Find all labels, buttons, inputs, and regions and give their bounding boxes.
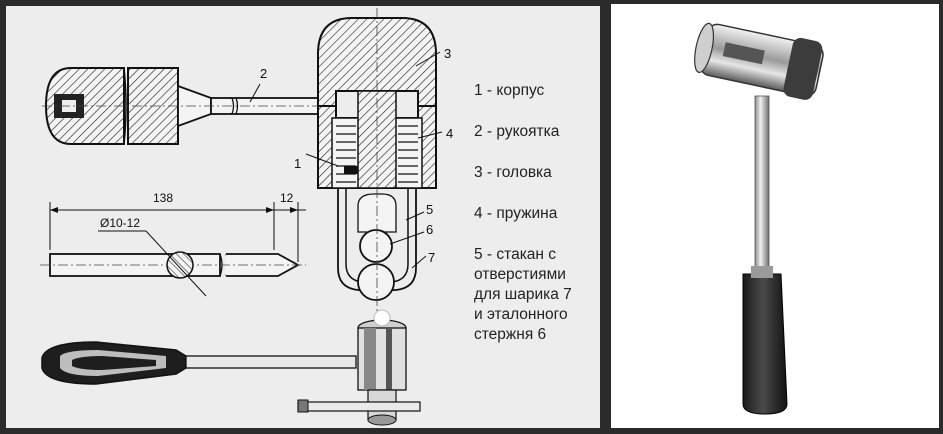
tip-dimension: 12 <box>280 191 294 205</box>
callout-5: 5 <box>426 202 433 217</box>
callout-6: 6 <box>426 222 433 237</box>
legend-item-5-line-4: и эталонного <box>474 306 568 323</box>
legend-item-5-line-2: отверстиями <box>474 266 566 283</box>
tool-photo <box>694 22 824 415</box>
photo-panel <box>611 4 939 428</box>
legend-item-3: 3 - головка <box>474 164 552 181</box>
diameter-label: Ø10-12 <box>100 216 140 230</box>
dimensioned-rod: Ø10-12 138 12 <box>40 191 306 297</box>
callout-2: 2 <box>260 66 267 81</box>
technical-drawing: 2 Ø10-12 138 12 <box>40 8 453 426</box>
callout-7: 7 <box>428 250 435 265</box>
legend-item-5-line-3: для шарика 7 <box>474 286 572 303</box>
legend-item-2: 2 - рукоятка <box>474 123 560 140</box>
legend-item-1: 1 - корпус <box>474 82 545 99</box>
section-assembly: 1 3 4 5 6 7 <box>294 8 453 311</box>
assembled-tool-sketch <box>41 309 421 426</box>
legend-item-5-line-1: 5 - стакан с <box>474 246 557 263</box>
side-view-tool: 2 <box>42 66 336 145</box>
callout-1: 1 <box>294 156 301 171</box>
callout-3: 3 <box>444 46 451 61</box>
drawing-panel: 2 Ø10-12 138 12 <box>6 6 600 428</box>
legend: 1 - корпус 2 - рукоятка 3 - головка 4 - … <box>474 81 604 345</box>
legend-item-5-line-5: стержня 6 <box>474 326 547 343</box>
legend-item-4: 4 - пружина <box>474 205 558 222</box>
callout-4: 4 <box>446 126 453 141</box>
length-dimension: 138 <box>153 191 173 205</box>
